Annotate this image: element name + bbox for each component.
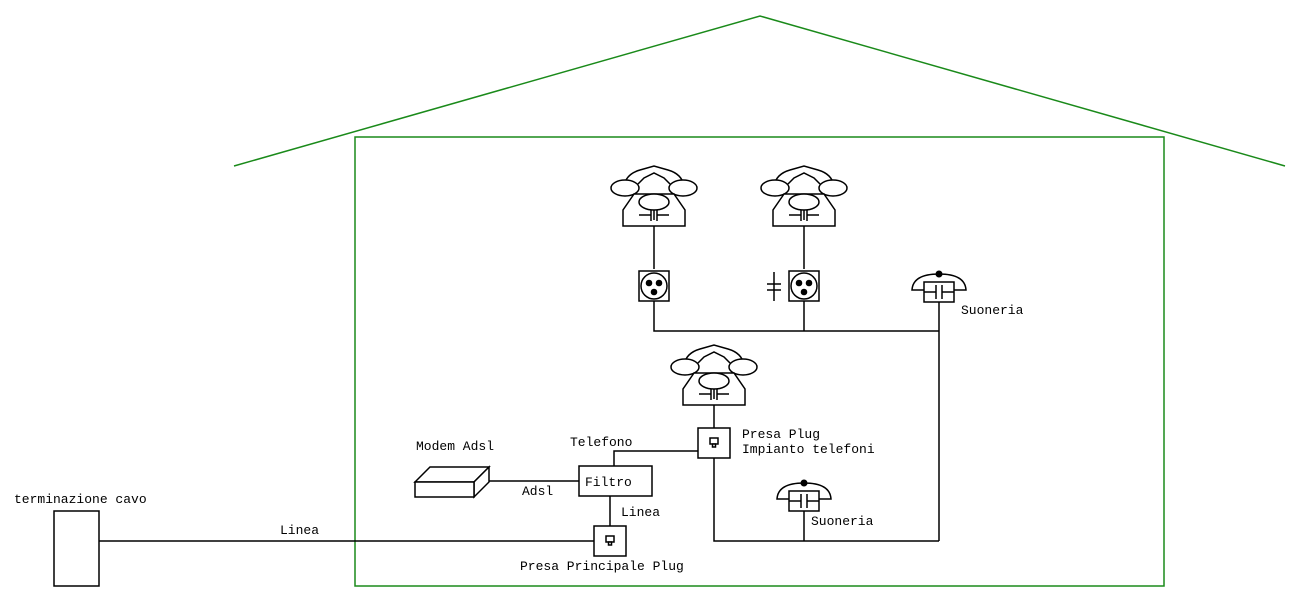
- main-socket-label: Presa Principale Plug: [520, 559, 684, 574]
- telefono-label: Telefono: [570, 435, 632, 450]
- termination-box: [53, 510, 100, 587]
- plug-socket-label-1: Presa Plug: [742, 427, 820, 442]
- line-inside-label: Linea: [621, 505, 660, 520]
- filter-label: Filtro: [585, 475, 632, 490]
- telephone-icon: [610, 165, 698, 227]
- filter-box: [578, 465, 653, 497]
- plug-socket-icon: [697, 427, 731, 459]
- bell-icon: [776, 478, 832, 512]
- house-roof: [233, 15, 1286, 167]
- ringer-bottom-label: Suoneria: [811, 514, 874, 529]
- wire-bus-top: [653, 301, 939, 332]
- telephone-icon: [670, 344, 758, 406]
- plug-socket-icon: [593, 525, 627, 557]
- plug-socket-label-2: Impianto telefoni: [742, 442, 875, 457]
- modem-label: Modem Adsl: [416, 439, 494, 454]
- line-outside-label: Linea: [280, 523, 319, 538]
- telephone-icon: [760, 165, 848, 227]
- wire-filter-telefono: [613, 450, 698, 466]
- ringer-top-label: Suoneria: [961, 303, 1024, 318]
- capacitor-icon: [767, 272, 781, 301]
- wire-bus-bottom: [713, 458, 939, 542]
- three-pin-socket-icon: [638, 270, 670, 302]
- adsl-label: Adsl: [522, 484, 553, 499]
- three-pin-socket-icon: [788, 270, 820, 302]
- termination-label: terminazione cavo: [14, 492, 147, 507]
- wiring: [99, 226, 940, 542]
- modem-box-icon: [413, 465, 491, 499]
- house-walls: [354, 136, 1165, 587]
- house-outline: [233, 15, 1286, 587]
- bell-icon: [911, 269, 967, 303]
